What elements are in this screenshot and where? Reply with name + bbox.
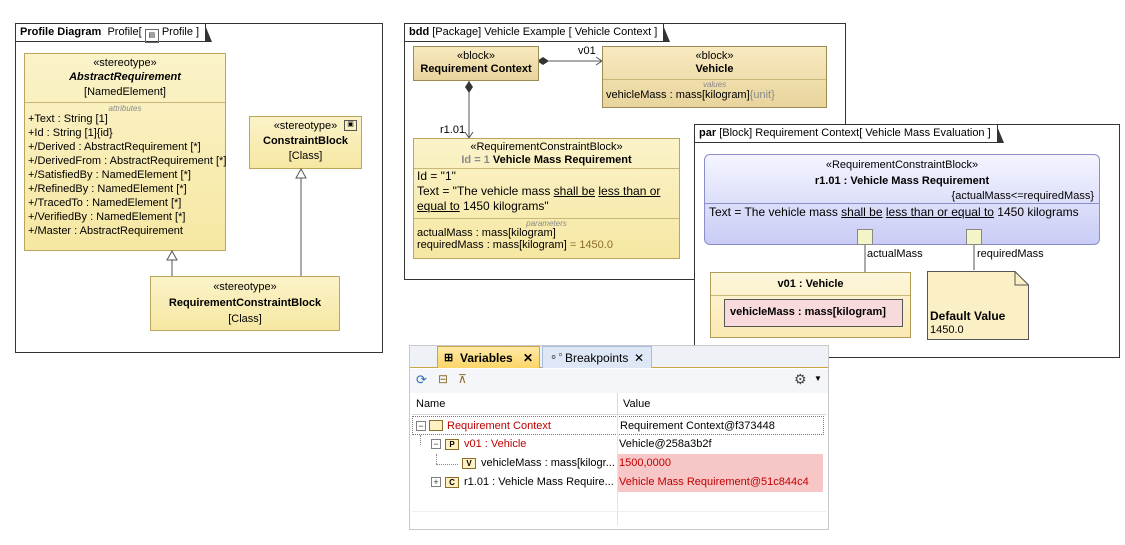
attribute-item: +Id : String [1]{id} [28, 127, 113, 139]
column-value[interactable]: Value [623, 398, 651, 410]
profile-icon: ▤ [144, 29, 159, 43]
port-required-mass[interactable] [966, 229, 982, 245]
breakpoints-icon: ⚬° [549, 352, 563, 364]
attribute-item: +/SatisfiedBy : NamedElement [*] [28, 169, 191, 181]
expand-icon[interactable]: + [431, 477, 441, 487]
block-icon [429, 420, 443, 431]
part-property-icon: P [445, 439, 459, 450]
tab-variables[interactable]: ⊞ Variables ✕ [437, 346, 540, 368]
requirement-context-block[interactable]: «block» Requirement Context [413, 46, 539, 81]
stereotype-icon: ▣ [344, 120, 357, 131]
port-label-required-mass: requiredMass [977, 248, 1044, 260]
table-row[interactable]: − Requirement Context Requirement Contex… [412, 416, 824, 435]
role-r101: r1.01 [440, 124, 466, 136]
attribute-item: +/VerifiedBy : NamedElement [*] [28, 211, 186, 223]
attribute-item: +/RefinedBy : NamedElement [*] [28, 183, 187, 195]
variables-tree: − Requirement Context Requirement Contex… [412, 416, 826, 526]
vehicle-mass-value-property[interactable]: vehicleMass : mass[kilogram] [724, 299, 903, 327]
table-row[interactable]: − P v01 : Vehicle Vehicle@258a3b2f [412, 435, 824, 454]
chevron-down-icon[interactable]: ▼ [814, 374, 822, 383]
attribute-item: +/Master : AbstractRequirement [28, 225, 183, 237]
value-property-icon: V [462, 458, 476, 469]
table-row[interactable]: + C r1.01 : Vehicle Mass Require... Vehi… [412, 473, 824, 492]
column-name[interactable]: Name [416, 398, 446, 410]
port-label-actual-mass: actualMass [867, 248, 923, 260]
par-tab: par [Block] Requirement Context[ Vehicle… [695, 125, 1004, 143]
profile-generalizations [166, 167, 307, 276]
table-row[interactable]: V vehicleMass : mass[kilogr... 1500,0000 [412, 454, 824, 473]
constraint-property-icon: C [445, 477, 459, 488]
collapse-icon[interactable]: − [431, 439, 441, 449]
port-actual-mass[interactable] [857, 229, 873, 245]
attribute-item: +Text : String [1] [28, 113, 108, 125]
variables-panel: ⊞ Variables ✕ ⚬° Breakpoints ✕ ⟳ ⊟ ⊼ ⚙ ▼… [409, 345, 829, 530]
default-value-note[interactable]: Default Value 1450.0 [930, 309, 1006, 336]
variables-icon: ⊞ [444, 352, 454, 364]
tab-breakpoints[interactable]: ⚬° Breakpoints ✕ [542, 346, 652, 368]
close-icon[interactable]: ✕ [522, 351, 533, 365]
attribute-item: +/Derived : AbstractRequirement [*] [28, 141, 201, 153]
expand-all-icon[interactable]: ⊟ [438, 372, 449, 386]
variables-toolbar: ⟳ ⊟ ⊼ ⚙ ▼ [410, 369, 828, 393]
close-icon[interactable]: ✕ [633, 351, 644, 365]
table-header: Name Value [412, 393, 826, 415]
abstract-requirement-stereotype[interactable]: «stereotype» AbstractRequirement [NamedE… [24, 53, 226, 251]
vehicle-mass-requirement-block[interactable]: «RequirementConstraintBlock» Id = 1 Vehi… [413, 138, 680, 259]
attribute-item: +/TracedTo : NamedElement [*] [28, 197, 182, 209]
default-value-note-shape [927, 271, 1029, 340]
attribute-list: +Text : String [1] +Id : String [1]{id} +/… [25, 112, 227, 238]
bdd-tab: bdd [Package] Vehicle Example [ Vehicle … [405, 24, 671, 42]
requirement-constraint-block-stereotype[interactable]: «stereotype» RequirementConstraintBlock … [150, 276, 340, 331]
collapse-icon[interactable]: − [416, 421, 426, 431]
vehicle-block[interactable]: «block» Vehicle values vehicleMass : mas… [602, 46, 827, 108]
par-requirement-constraint[interactable]: «RequirementConstraintBlock» r1.01 : Veh… [704, 154, 1100, 245]
attribute-item: +/DerivedFrom : AbstractRequirement [*] [28, 155, 227, 167]
profile-diagram-tab: Profile Diagram Profile[ ▤ Profile ] [16, 24, 213, 43]
gear-icon[interactable]: ⚙ [794, 371, 807, 387]
constraint-block-stereotype[interactable]: ▣ «stereotype» ConstraintBlock [Class] [249, 116, 362, 169]
role-v01: v01 [578, 45, 596, 57]
refresh-icon[interactable]: ⟳ [416, 372, 427, 387]
collapse-all-icon[interactable]: ⊼ [458, 372, 467, 386]
